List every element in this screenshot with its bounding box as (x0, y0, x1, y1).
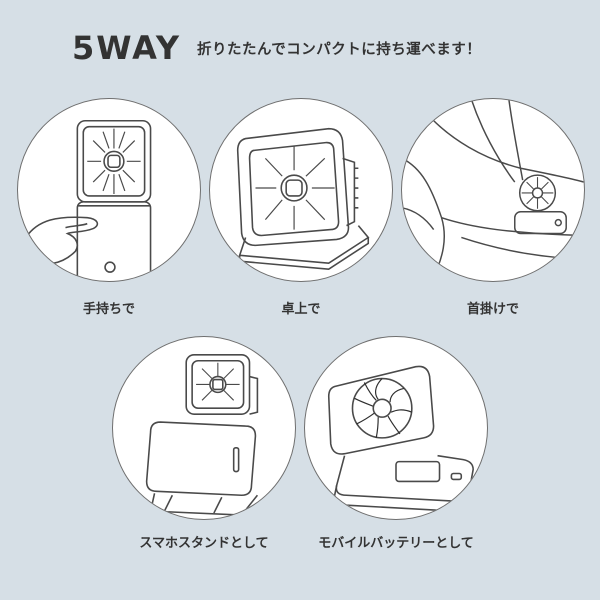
phone-stand-label: スマホスタンドとして (139, 536, 269, 551)
phone-stand-circle (112, 336, 296, 520)
headline-subtitle: 折りたたんでコンパクトに持ち運べます！ (197, 41, 482, 58)
neck-fan-illustration (402, 99, 584, 281)
headline: 5WAY 折りたたんでコンパクトに持ち運べます！ (72, 28, 481, 68)
battery-circle (304, 336, 488, 520)
battery-label: モバイルバッテリーとして (318, 536, 474, 551)
handheld-fan-illustration (25, 119, 152, 281)
desktop-label: 卓上で (281, 302, 321, 317)
handheld-label: 手持ちで (82, 302, 135, 317)
desktop-fan-illustration (236, 127, 370, 270)
neck-label: 首掛けで (466, 302, 519, 317)
battery-illustration (327, 365, 474, 512)
neck-circle (401, 98, 585, 282)
handheld-circle (17, 98, 201, 282)
phone-stand-illustration (145, 354, 259, 516)
headline-count: 5WAY (72, 29, 181, 67)
desktop-circle (209, 98, 393, 282)
